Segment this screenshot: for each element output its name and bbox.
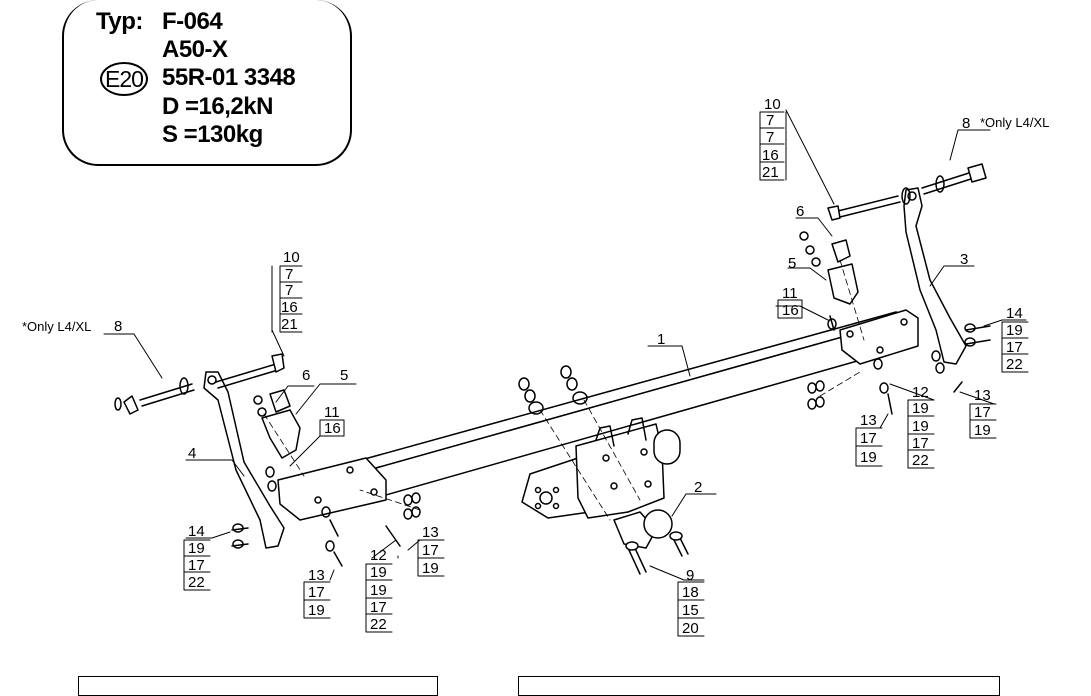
typ-label: Typ: xyxy=(96,8,143,35)
label-right-13b-19: 19 xyxy=(974,422,991,439)
spec-box xyxy=(62,0,352,166)
label-right-12-19b: 19 xyxy=(912,418,929,435)
label-right-13a: 13 xyxy=(860,412,877,429)
right-side-arm xyxy=(903,187,967,365)
label-left-13b-17: 17 xyxy=(422,542,439,559)
label-left-13a-19: 19 xyxy=(308,602,325,619)
ball-mount xyxy=(521,417,681,549)
label-right-12-17: 17 xyxy=(912,435,929,452)
label-left-7b: 7 xyxy=(285,282,293,299)
left-small-bracket xyxy=(253,389,301,459)
label-part-5-left: 5 xyxy=(340,367,348,384)
label-right-10: 10 xyxy=(764,96,781,113)
label-part-9: 9 xyxy=(686,567,694,584)
label-left-16b: 16 xyxy=(324,420,341,437)
d-value: D =16,2kN xyxy=(162,93,273,120)
left-lower-fasteners xyxy=(231,466,421,567)
label-left-21: 21 xyxy=(281,316,298,333)
bottom-right-panel xyxy=(518,676,1000,696)
label-left-12-19a: 19 xyxy=(370,564,387,581)
ball-bolts xyxy=(625,531,689,575)
label-right-21: 21 xyxy=(762,164,779,181)
label-right-13b: 13 xyxy=(974,387,991,404)
label-left-12-17: 17 xyxy=(370,599,387,616)
label-right-16b: 16 xyxy=(782,302,799,319)
label-left-13a-17: 17 xyxy=(308,584,325,601)
label-left-12: 12 xyxy=(370,547,387,564)
label-left-14-19: 19 xyxy=(188,540,205,557)
label-right-12-19a: 19 xyxy=(912,400,929,417)
approval-number: 55R-01 3348 xyxy=(162,64,296,91)
note-only-l4xl-left: *Only L4/XL xyxy=(22,319,91,334)
right-lower-fasteners xyxy=(807,315,991,415)
label-part-1: 1 xyxy=(657,331,665,348)
right-long-bolt xyxy=(921,163,987,195)
label-right-7a: 7 xyxy=(766,112,774,129)
label-left-14-22: 22 xyxy=(188,574,205,591)
label-part-5-right: 5 xyxy=(788,255,796,272)
bottom-left-panel xyxy=(78,676,438,696)
left-upper-bolt xyxy=(215,353,285,389)
label-right-13a-17: 17 xyxy=(860,430,877,447)
label-left-11: 11 xyxy=(324,404,340,421)
label-left-7a: 7 xyxy=(285,266,293,283)
label-part-8-right: 8 xyxy=(962,115,970,132)
label-right-7b: 7 xyxy=(766,129,774,146)
left-side-arm xyxy=(203,371,285,549)
label-right-11: 11 xyxy=(782,285,798,302)
label-left-13b-19: 19 xyxy=(422,560,439,577)
label-right-12-22: 22 xyxy=(912,452,929,469)
label-left-13a: 13 xyxy=(308,567,325,584)
label-right-13b-17: 17 xyxy=(974,404,991,421)
notes: *Only L4/XL *Only L4/XL xyxy=(22,115,1049,334)
label-right-12: 12 xyxy=(912,384,929,401)
label-left-16: 16 xyxy=(281,299,298,316)
label-right-14-22: 22 xyxy=(1006,356,1023,373)
label-part-4: 4 xyxy=(188,445,196,462)
left-long-bolt xyxy=(114,377,195,415)
label-part-9-15: 15 xyxy=(682,602,699,619)
right-bracket xyxy=(839,309,919,365)
label-part-8-left: 8 xyxy=(114,318,122,335)
note-only-l4xl-right: *Only L4/XL xyxy=(980,115,1049,130)
label-right-14: 14 xyxy=(1006,305,1023,322)
label-left-14-17: 17 xyxy=(188,557,205,574)
left-bracket xyxy=(277,457,387,521)
label-left-12-19b: 19 xyxy=(370,582,387,599)
label-part-9-18: 18 xyxy=(682,584,699,601)
label-right-16: 16 xyxy=(762,147,779,164)
label-right-14-17: 17 xyxy=(1006,339,1023,356)
part-labels: 1 2 3 4 5 5 6 6 8 8 9 10 7 7 16 21 10 7 … xyxy=(114,96,1023,637)
label-left-14: 14 xyxy=(188,523,205,540)
label-part-6-left: 6 xyxy=(302,367,310,384)
label-part-9-20: 20 xyxy=(682,620,699,637)
reference-frames xyxy=(183,111,1029,637)
right-small-bracket xyxy=(799,231,859,305)
assembly-guides xyxy=(263,259,865,521)
label-part-6-right: 6 xyxy=(796,203,804,220)
approval-mark-badge: E20 xyxy=(100,62,148,96)
center-nut-stacks xyxy=(518,365,588,415)
label-part-2: 2 xyxy=(694,479,702,496)
label-left-13b: 13 xyxy=(422,524,439,541)
label-part-3: 3 xyxy=(960,251,968,268)
model-number: F-064 xyxy=(162,8,223,35)
s-value: S =130kg xyxy=(162,121,263,148)
class-value: A50-X xyxy=(162,36,228,63)
label-left-12-22: 22 xyxy=(370,616,387,633)
right-upper-bolt xyxy=(827,187,911,221)
label-right-13a-19: 19 xyxy=(860,449,877,466)
label-right-14-19: 19 xyxy=(1006,322,1023,339)
label-left-10: 10 xyxy=(283,249,300,266)
